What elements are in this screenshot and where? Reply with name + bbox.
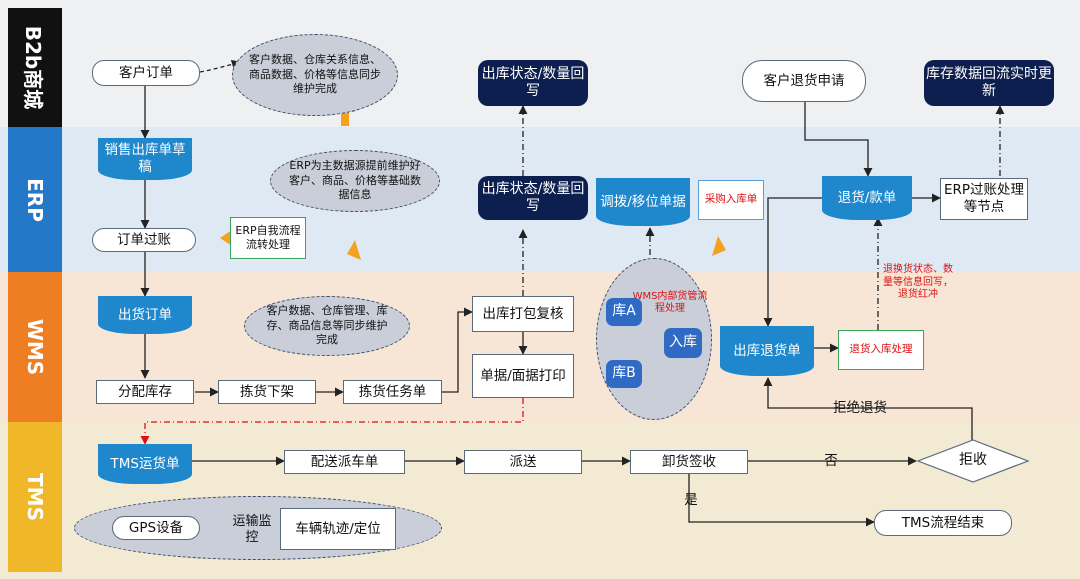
no-label: 否	[824, 452, 838, 469]
customer-return-request-node: 客户退货申请	[742, 60, 866, 102]
allocate-inventory-node: 分配库存	[96, 380, 194, 404]
tms-end-node: TMS流程结束	[874, 510, 1012, 536]
lane-label-erp: ERP	[8, 127, 62, 272]
lane-label-b2b: B2b商城	[8, 8, 62, 127]
purchase-inbound-doc: 采购入库单	[698, 180, 764, 220]
reject-decision-diamond	[916, 439, 1030, 483]
lane-label-wms: WMS	[8, 272, 62, 422]
reject-return-label: 拒绝退货	[833, 399, 887, 416]
deliver-node: 派送	[464, 450, 582, 474]
customer-order-node: 客户订单	[92, 60, 200, 86]
return-refund-doc: 退货/款单	[822, 176, 912, 220]
lane-label-tms: TMS	[8, 422, 62, 572]
out-status-writeback-erp: 出库状态/数量回写	[478, 176, 588, 220]
unload-sign-node: 卸货签收	[630, 450, 748, 474]
transfer-doc: 调拨/移位单据	[596, 178, 690, 226]
erp-posting-node: ERP过账处理等节点	[940, 178, 1028, 220]
warehouse-b-node: 库B	[606, 360, 642, 388]
vehicle-track-node: 车辆轨迹/定位	[280, 508, 396, 550]
warehouse-a-node: 库A	[606, 298, 642, 326]
sales-draft-doc: 销售出库单草稿	[98, 138, 192, 180]
wms-internal-label: WMS内部货管流程处理	[632, 290, 708, 315]
tms-waybill-doc: TMS运货单	[98, 444, 192, 484]
reject-label: 拒收	[959, 452, 987, 469]
out-return-doc: 出库退货单	[720, 326, 814, 376]
return-inbound-process-doc: 退货入库处理	[838, 330, 924, 370]
ship-order-doc: 出货订单	[98, 296, 192, 334]
order-posting-node: 订单过账	[92, 228, 196, 252]
dispatch-vehicle-node: 配送派车单	[284, 450, 405, 474]
return-status-writeback-note: 退换货状态、数量等信息回写，退货红冲	[883, 264, 953, 301]
out-status-writeback-b2b: 出库状态/数量回写	[478, 60, 588, 106]
gps-device-node: GPS设备	[112, 516, 200, 540]
erp-self-process-doc: ERP自我流程流转处理	[230, 217, 306, 259]
b2b-sync-note: 客户数据、仓库关系信息、商品数据、价格等信息同步维护完成	[232, 34, 398, 116]
transport-monitor-label: 运输监控	[232, 513, 272, 545]
inbound-node: 入库	[664, 328, 702, 358]
yes-label: 是	[684, 491, 698, 508]
pick-task-node: 拣货任务单	[343, 380, 442, 404]
wms-sync-note: 客户数据、仓库管理、库存、商品信息等同步维护完成	[244, 296, 410, 356]
doc-print-node: 单据/面据打印	[472, 354, 574, 398]
inventory-realtime-update: 库存数据回流实时更新	[924, 60, 1054, 106]
pick-shelf-node: 拣货下架	[218, 380, 316, 404]
erp-master-data-note: ERP为主数据源提前维护好客户、商品、价格等基础数据信息	[270, 150, 440, 212]
pack-check-node: 出库打包复核	[472, 296, 574, 332]
